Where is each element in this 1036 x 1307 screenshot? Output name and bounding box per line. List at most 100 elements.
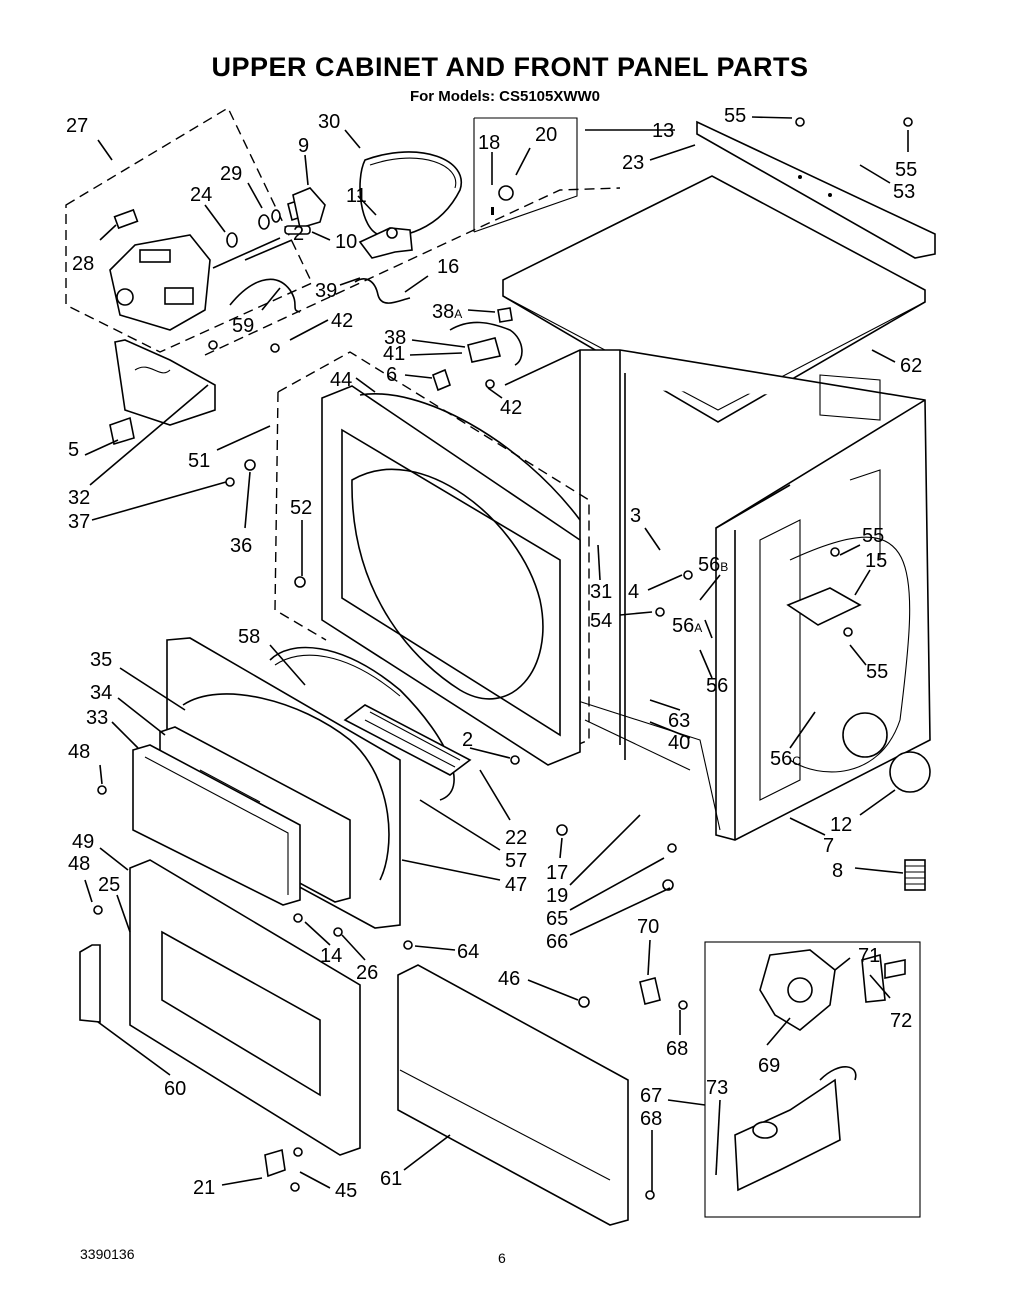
leader-lines: [84, 116, 909, 1192]
callout-42-mid: 42: [500, 397, 522, 419]
motor-59: [109, 234, 301, 331]
leg-8: [904, 859, 926, 891]
callout-56a: 56A: [672, 615, 702, 637]
callout-72: 72: [890, 1010, 912, 1032]
callout-4: 4: [628, 581, 639, 603]
callout-30: 30: [318, 111, 340, 133]
callout-57: 57: [505, 850, 527, 872]
callout-66: 66: [546, 931, 568, 953]
hardware-screws: [93, 117, 913, 1200]
callout-62: 62: [900, 355, 922, 377]
callout-14: 14: [320, 945, 342, 967]
callout-69: 69: [758, 1055, 780, 1077]
door-handle-60: [79, 944, 101, 1023]
callout-67: 67: [640, 1085, 662, 1107]
callout-68-upper: 68: [666, 1038, 688, 1060]
callout-56: 56: [706, 675, 728, 697]
switch-28: [113, 208, 139, 230]
callout-6: 6: [386, 364, 397, 386]
page-number: 6: [498, 1250, 506, 1266]
callout-49: 49: [72, 831, 94, 853]
callout-29: 29: [220, 163, 242, 185]
callout-25: 25: [98, 874, 120, 896]
callout-39: 39: [315, 280, 337, 302]
motor-assembly-outline: [65, 107, 621, 356]
callout-7: 7: [823, 835, 834, 857]
callout-46: 46: [498, 968, 520, 990]
callout-24: 24: [190, 184, 212, 206]
gas-valve-69: [759, 949, 836, 1031]
ignitor-clip-70: [639, 977, 661, 1005]
callout-36: 36: [230, 535, 252, 557]
callout-51: 51: [188, 450, 210, 472]
drum-light-cover-15: [786, 587, 862, 626]
callout-55-right: 55: [895, 159, 917, 181]
gas-valve-inset-box: [704, 941, 921, 1218]
callout-2-mid: 2: [462, 729, 473, 751]
callout-labels: 27 30 9 18 20 13 55 23 55 53 29 24 11 28…: [66, 105, 922, 1202]
callout-8: 8: [832, 860, 843, 882]
page-title: UPPER CABINET AND FRONT PANEL PARTS: [211, 52, 809, 82]
callout-16: 16: [437, 256, 459, 278]
toe-panel-61: [397, 964, 629, 1226]
callout-73: 73: [706, 1077, 728, 1099]
callout-5: 5: [68, 439, 79, 461]
callout-26: 26: [356, 962, 378, 984]
motor-bracket-32: [114, 339, 216, 426]
drum-roller-12: [889, 751, 931, 793]
callout-27: 27: [66, 115, 88, 137]
callout-63: 63: [668, 710, 690, 732]
callout-38: 38: [384, 327, 406, 349]
callout-37: 37: [68, 511, 90, 533]
callout-40: 40: [668, 732, 690, 754]
callout-58: 58: [238, 626, 260, 648]
callout-64: 64: [457, 941, 479, 963]
top-bracket-23: [696, 120, 936, 259]
callout-20: 20: [535, 124, 557, 146]
model-subtitle: For Models: CS5105XWW0: [409, 88, 601, 105]
outer-door-49: [129, 859, 361, 1156]
lint-screen-22-57: [343, 704, 472, 776]
hinge-21: [264, 1148, 286, 1178]
switch-41-clip-6: [432, 337, 501, 392]
callout-56b: 56B: [698, 554, 728, 576]
callout-70: 70: [637, 916, 659, 938]
callout-41: 41: [383, 343, 405, 365]
callout-21: 21: [193, 1177, 215, 1199]
callout-53: 53: [893, 181, 915, 203]
callout-12: 12: [830, 814, 852, 836]
callout-45: 45: [335, 1180, 357, 1202]
harness-16: [354, 278, 411, 304]
harness-38: [449, 307, 523, 366]
idler-bracket-11-39: [284, 225, 413, 259]
callout-3: 3: [630, 505, 641, 527]
cabinet-body-7: [504, 349, 931, 841]
callout-52: 52: [290, 497, 312, 519]
callout-9: 9: [298, 135, 309, 157]
door-gasket-58: [269, 646, 455, 801]
callout-56c: 56C: [770, 748, 801, 770]
callout-11: 11: [346, 185, 367, 207]
callout-17: 17: [546, 862, 568, 884]
callout-55-mid: 55: [862, 525, 884, 547]
callout-48-upper: 48: [68, 741, 90, 763]
switch-5: [109, 416, 135, 446]
callout-38a: 38A: [432, 301, 462, 323]
callout-19: 19: [546, 885, 568, 907]
callout-65: 65: [546, 908, 568, 930]
callout-55-lower: 55: [866, 661, 888, 683]
idler-bracket-9: [292, 187, 326, 230]
callout-44: 44: [330, 369, 352, 391]
callout-48-lower: 48: [68, 853, 90, 875]
callout-61: 61: [380, 1168, 402, 1190]
door-assembly-outline: [274, 351, 590, 761]
callout-35: 35: [90, 649, 112, 671]
callout-13: 13: [652, 120, 674, 142]
callout-23: 23: [622, 152, 644, 174]
callout-18: 18: [478, 132, 500, 154]
door-glass-frame-33: [132, 744, 301, 906]
cabinet-top-62: [502, 175, 926, 423]
callout-2-top: 2: [293, 223, 304, 245]
callout-60: 60: [164, 1078, 186, 1100]
idler-pulley-18-20: [491, 185, 514, 215]
